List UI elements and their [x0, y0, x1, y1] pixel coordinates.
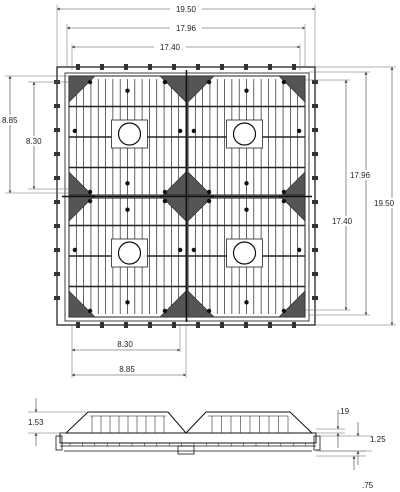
dim-left-8-85: 8.85: [2, 116, 18, 125]
bolt-dot: [191, 247, 197, 253]
top-view: [54, 64, 318, 328]
bolt-dot: [206, 189, 212, 195]
side-right-dome: [184, 411, 314, 434]
edge-tab: [312, 200, 318, 204]
dim-left-8-30: 8.30: [26, 137, 42, 146]
dim-right-19-50: 19.50: [374, 199, 395, 208]
edge-tab: [292, 64, 296, 70]
edge-tab: [124, 322, 128, 328]
bolt-dot: [162, 189, 168, 195]
edge-tab: [292, 322, 296, 328]
dim-overall-width: 19.50: [176, 5, 197, 14]
bolt-dot: [206, 198, 212, 204]
edge-tab: [54, 176, 60, 180]
edge-tab: [268, 64, 272, 70]
edge-tab: [148, 322, 152, 328]
drain-hole: [232, 122, 257, 146]
edge-tab: [54, 104, 60, 108]
edge-tab: [220, 64, 224, 70]
edge-tab: [312, 128, 318, 132]
bolt-dot: [206, 308, 212, 314]
edge-tab: [54, 152, 60, 156]
bolt-dot: [244, 207, 249, 212]
side-view: [55, 411, 321, 455]
dim-bottom-8-85: 8.85: [119, 365, 135, 374]
bolt-dot: [125, 181, 130, 186]
bolt-dot: [87, 189, 93, 195]
edge-tab: [312, 152, 318, 156]
edge-tab: [312, 296, 318, 300]
edge-tab: [76, 64, 80, 70]
edge-tab: [244, 322, 248, 328]
dim-foot-0-75: .75: [362, 481, 374, 490]
side-left-dome: [64, 411, 188, 434]
edge-tab: [220, 322, 224, 328]
edge-tab: [312, 104, 318, 108]
edge-tab: [54, 296, 60, 300]
edge-tab: [54, 128, 60, 132]
bolt-dot: [87, 198, 93, 204]
bolt-dot: [72, 128, 78, 134]
bolt-dot: [281, 308, 287, 314]
bolt-dot: [125, 207, 130, 212]
bolt-dot: [177, 128, 183, 134]
edge-tab: [54, 272, 60, 276]
edge-tab: [312, 224, 318, 228]
edge-tab: [312, 176, 318, 180]
bolt-dot: [281, 198, 287, 204]
edge-tab: [148, 64, 152, 70]
side-view-dimensions: 1.53 .19 1.25 .75: [28, 398, 386, 490]
bolt-dot: [87, 308, 93, 314]
bolt-dot: [206, 79, 212, 85]
edge-tab: [100, 64, 104, 70]
bolt-dot: [162, 308, 168, 314]
edge-tab: [244, 64, 248, 70]
bolt-dot: [244, 300, 249, 305]
grate-pattern: [54, 64, 318, 328]
bolt-dot: [125, 88, 130, 93]
edge-tab: [54, 248, 60, 252]
bolt-dot: [296, 247, 302, 253]
edge-tab: [268, 322, 272, 328]
dim-right-17-96: 17.96: [350, 171, 371, 180]
edge-tab: [312, 80, 318, 84]
bolt-dot: [281, 79, 287, 85]
drain-hole: [232, 241, 257, 265]
edge-tab: [312, 272, 318, 276]
edge-tab: [54, 200, 60, 204]
side-base: [59, 432, 317, 444]
edge-tab: [196, 322, 200, 328]
bolt-dot: [162, 198, 168, 204]
dim-bottom-8-30: 8.30: [117, 340, 133, 349]
dim-rim-0-19: .19: [338, 407, 350, 416]
side-ribs: [69, 416, 306, 446]
dim-height-1-53: 1.53: [28, 418, 44, 427]
edge-tab: [100, 322, 104, 328]
bolt-dot: [87, 79, 93, 85]
bolt-dot: [125, 300, 130, 305]
bolt-dot: [72, 247, 78, 253]
bolt-dot: [191, 128, 197, 134]
dim-right-17-40: 17.40: [332, 217, 353, 226]
edge-tab: [124, 64, 128, 70]
drain-hole: [117, 122, 142, 146]
dim-height-1-25: 1.25: [370, 435, 386, 444]
bolt-dot: [177, 247, 183, 253]
bolt-dot: [244, 88, 249, 93]
edge-tab: [172, 322, 176, 328]
edge-tab: [312, 248, 318, 252]
bolt-dot: [296, 128, 302, 134]
bolt-dot: [162, 79, 168, 85]
edge-tab: [196, 64, 200, 70]
edge-tab: [76, 322, 80, 328]
bolt-dot: [244, 181, 249, 186]
drain-hole: [117, 241, 142, 265]
dim-width-17-40: 17.40: [160, 43, 181, 52]
edge-tab: [54, 224, 60, 228]
dim-width-17-96: 17.96: [176, 24, 197, 33]
top-view-dimension-labels: 19.50 17.96 17.40 8.85 8.30 8.30 8.85 17…: [0, 4, 400, 374]
edge-tab: [172, 64, 176, 70]
bolt-dot: [281, 189, 287, 195]
